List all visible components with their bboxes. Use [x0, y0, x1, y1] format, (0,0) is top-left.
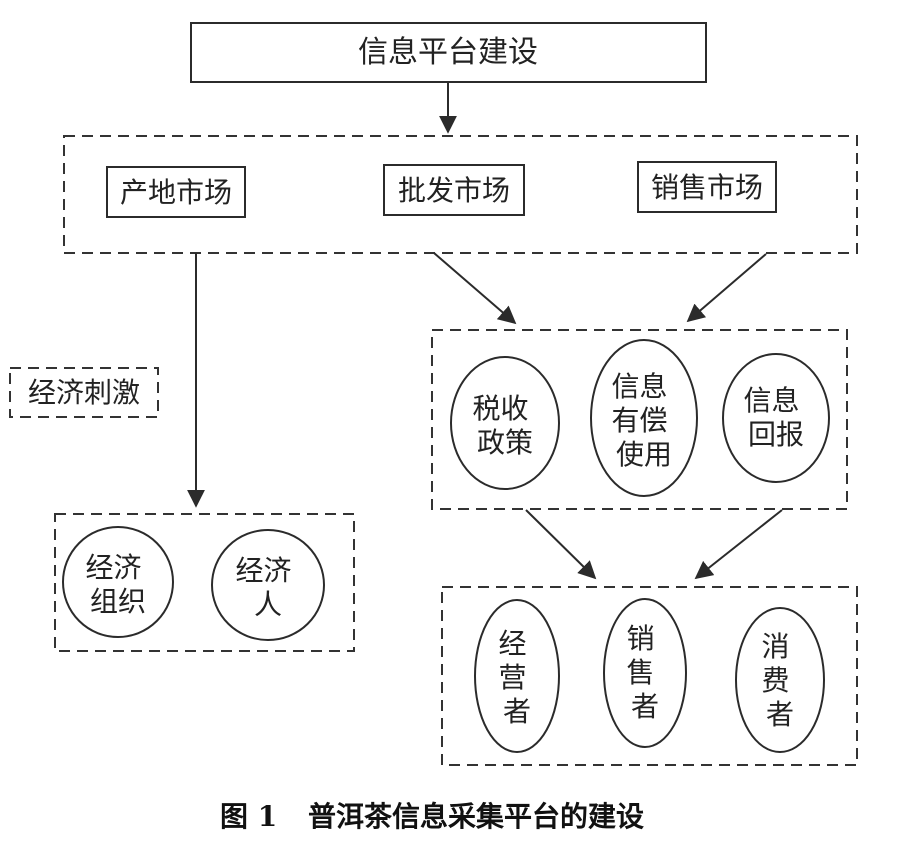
market-box-sales: [637, 161, 777, 213]
market-box-wholesale: [383, 164, 525, 216]
market-label-sales: 销售市场: [651, 171, 763, 204]
actors-group: [441, 586, 858, 766]
stimulus-box: [9, 367, 159, 418]
oval-paid-info-label: 信息 有偿 使用: [612, 370, 677, 471]
arrow-wholesale-to-policy: [433, 252, 517, 325]
oval-seller: [603, 598, 687, 748]
oval-seller-label: 销 售 者: [627, 622, 664, 723]
figure-caption: 图 1 普洱茶信息采集平台的建设: [220, 800, 644, 833]
title-box: [190, 22, 707, 83]
oval-operator: [474, 599, 560, 753]
arrow-policy-to-actors-right: [694, 509, 783, 580]
market-box-origin: [106, 166, 246, 218]
economic-group: [54, 513, 355, 652]
oval-tax-policy-label: 税收 政策: [473, 392, 538, 459]
figure-number: 图 1: [220, 800, 277, 833]
oval-economic-person: [211, 529, 325, 641]
oval-consumer: [735, 607, 825, 753]
arrow-sales-to-policy: [686, 253, 767, 323]
oval-consumer-label: 消 费 者: [762, 630, 799, 731]
oval-economic-person-label: 经济 人: [236, 554, 301, 621]
markets-group: [63, 135, 858, 254]
title-label: 信息平台建设: [358, 35, 538, 70]
market-label-origin: 产地市场: [120, 176, 232, 209]
oval-economic-org: [62, 526, 174, 638]
oval-info-return-label: 信息 回报: [744, 384, 809, 451]
oval-paid-info: [590, 339, 698, 497]
policy-group: [431, 329, 848, 510]
figure-caption-text: 普洱茶信息采集平台的建设: [308, 800, 644, 833]
oval-operator-label: 经 营 者: [499, 627, 536, 728]
oval-info-return: [722, 353, 830, 483]
oval-tax-policy: [450, 356, 560, 490]
market-label-wholesale: 批发市场: [398, 174, 510, 207]
arrow-policy-to-actors-left: [525, 509, 597, 580]
oval-economic-org-label: 经济 组织: [86, 551, 151, 618]
stimulus-label: 经济刺激: [28, 376, 140, 409]
